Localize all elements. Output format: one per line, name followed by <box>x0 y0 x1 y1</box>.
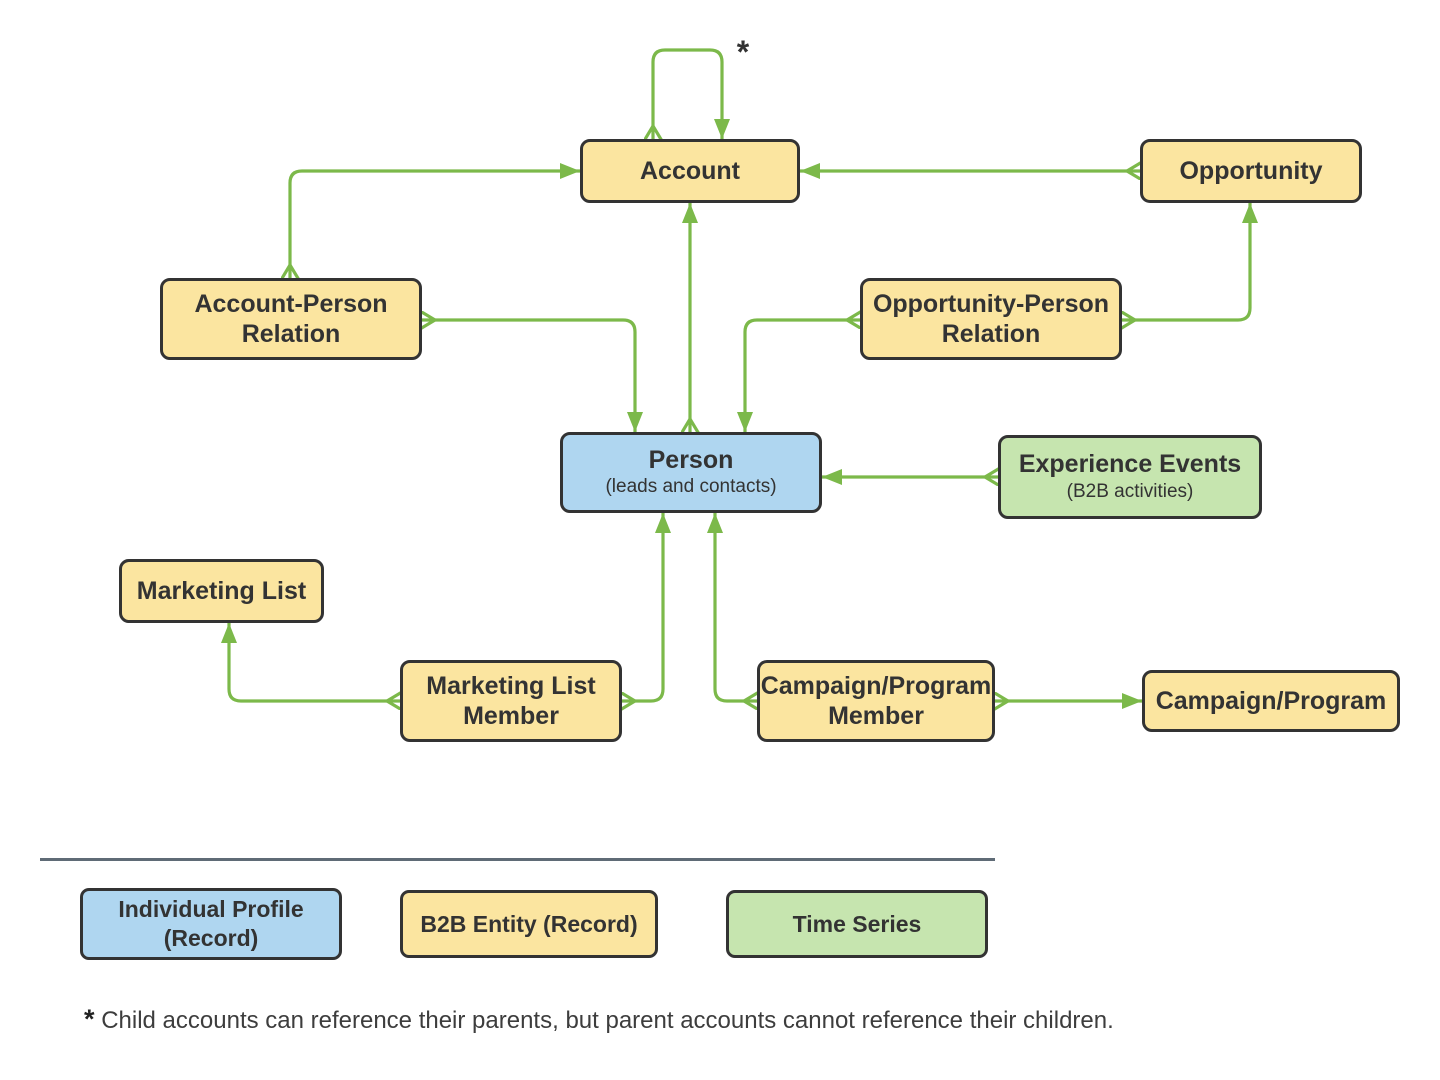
legend-item-time-series: Time Series <box>726 890 988 958</box>
node-opportunity: Opportunity <box>1140 139 1362 203</box>
node-person-sublabel: (leads and contacts) <box>605 476 777 498</box>
legend-divider <box>40 858 995 861</box>
node-account: Account <box>580 139 800 203</box>
edge-opportunity-person-relation-to-opportunity <box>1122 203 1250 320</box>
node-account-label: Account <box>640 156 740 185</box>
legend-item-b2b-entity-label: B2B Entity (Record) <box>420 910 638 937</box>
node-opportunity-person-relation-label: Opportunity-Person Relation <box>872 289 1110 349</box>
node-marketing-list-member: Marketing List Member <box>400 660 622 742</box>
node-campaign-program-member-label: Campaign/Program Member <box>760 671 992 731</box>
node-campaign-program-member: Campaign/Program Member <box>757 660 995 742</box>
node-experience-events-sublabel: (B2B activities) <box>1066 480 1194 502</box>
node-person-label: Person <box>648 445 734 474</box>
node-campaign-program: Campaign/Program <box>1142 670 1400 732</box>
node-person: Person (leads and contacts) <box>560 432 822 513</box>
legend-item-b2b-entity: B2B Entity (Record) <box>400 890 658 958</box>
self-loop-footnote-marker: * <box>736 34 750 70</box>
edge-opportunity-person-relation-to-person <box>745 320 860 432</box>
node-marketing-list: Marketing List <box>119 559 324 623</box>
footnote-text: Child accounts can reference their paren… <box>101 1007 1114 1034</box>
edge-account-person-relation-to-person <box>422 320 635 432</box>
node-marketing-list-member-label: Marketing List Member <box>426 671 596 731</box>
edge-account-person-relation-to-account <box>290 171 580 278</box>
legend-item-individual-profile-label: Individual Profile (Record) <box>118 896 304 951</box>
footnote-marker: * <box>84 1004 95 1034</box>
node-experience-events: Experience Events (B2B activities) <box>998 435 1262 519</box>
node-account-person-relation-label: Account-Person Relation <box>194 289 388 349</box>
node-campaign-program-label: Campaign/Program <box>1155 686 1387 715</box>
legend-item-individual-profile: Individual Profile (Record) <box>80 888 342 960</box>
edge-campaign-program-member-to-person <box>715 513 757 701</box>
legend-item-time-series-label: Time Series <box>792 910 922 937</box>
node-opportunity-person-relation: Opportunity-Person Relation <box>860 278 1122 360</box>
edge-marketing-list-member-to-person <box>622 513 663 701</box>
node-experience-events-label: Experience Events <box>1018 450 1242 479</box>
node-opportunity-label: Opportunity <box>1179 156 1323 185</box>
node-account-person-relation: Account-Person Relation <box>160 278 422 360</box>
edge-account-self <box>653 48 722 139</box>
node-marketing-list-label: Marketing List <box>136 576 307 605</box>
edge-marketing-list-member-to-marketing-list <box>229 623 400 701</box>
footnote: * Child accounts can reference their par… <box>84 1004 1344 1035</box>
